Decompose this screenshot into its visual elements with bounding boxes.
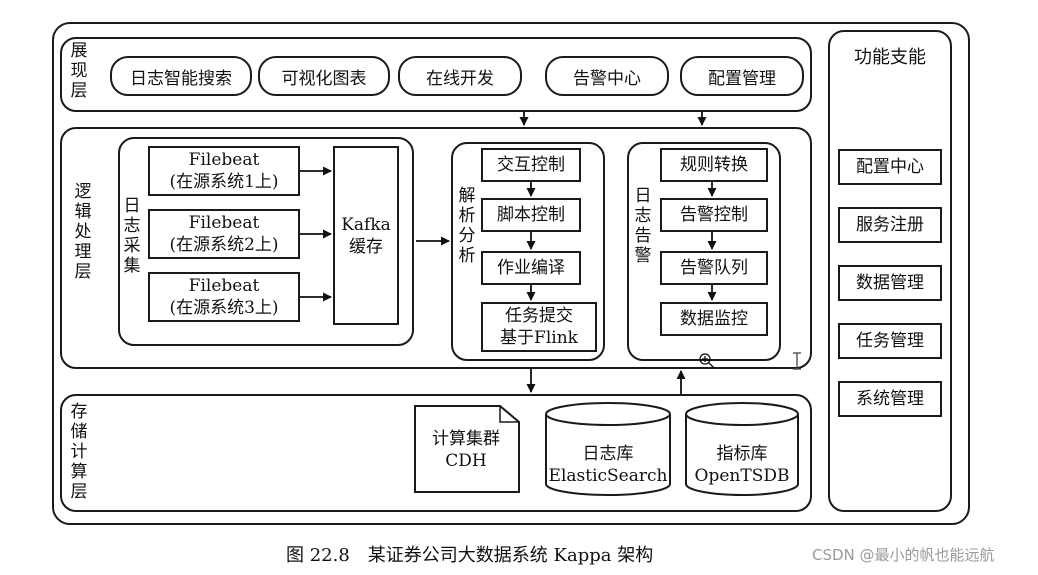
presentation-layer-label: 展 现 层 [70,41,88,101]
filebeat-1-box: Filebeat (在源系统1上) [148,146,300,196]
data-mgmt-box: 数据管理 [838,265,942,301]
cluster-label: 计算集群 CDH [432,429,500,471]
metric-db-label: 指标库 OpenTSDB [694,444,790,486]
service-registry-box: 服务注册 [838,207,942,243]
storage-layer-label: 存 储 计 算 层 [70,402,88,502]
alert-control-box: 告警控制 [660,198,768,232]
interaction-control-box: 交互控制 [481,148,581,182]
watermark: CSDN @最小的帆也能远航 [812,546,995,564]
log-collection-label: 日 志 采 集 [123,196,141,276]
alert-center-box: 告警中心 [545,56,669,96]
figure-caption: 图 22.8 某证券公司大数据系统 Kappa 架构 [286,545,654,566]
log-search-box: 日志智能搜索 [110,56,252,96]
alert-queue-box: 告警队列 [660,251,768,285]
filebeat-2-box: Filebeat (在源系统2上) [148,209,300,259]
log-db-label: 日志库 ElasticSearch [548,444,668,486]
task-submit-box: 任务提交 基于Flink [481,302,597,352]
config-center-box: 配置中心 [838,149,942,185]
parse-analysis-label: 解 析 分 析 [458,186,476,266]
online-dev-box: 在线开发 [398,56,522,96]
system-mgmt-box: 系统管理 [838,381,942,417]
data-monitor-box: 数据监控 [660,302,768,336]
filebeat-3-box: Filebeat (在源系统3上) [148,272,300,322]
config-mgmt-box: 配置管理 [680,56,804,96]
kafka-box: Kafka 缓存 [333,146,399,325]
job-compile-box: 作业编译 [481,251,581,285]
script-control-box: 脚本控制 [481,198,581,232]
logic-layer-label: 逻 辑 处 理 层 [74,182,92,282]
log-alert-label: 日 志 告 警 [634,186,652,266]
visual-chart-box: 可视化图表 [258,56,390,96]
function-support-title: 功能支能 [854,47,926,68]
task-mgmt-box: 任务管理 [838,323,942,359]
rule-convert-box: 规则转换 [660,148,768,182]
